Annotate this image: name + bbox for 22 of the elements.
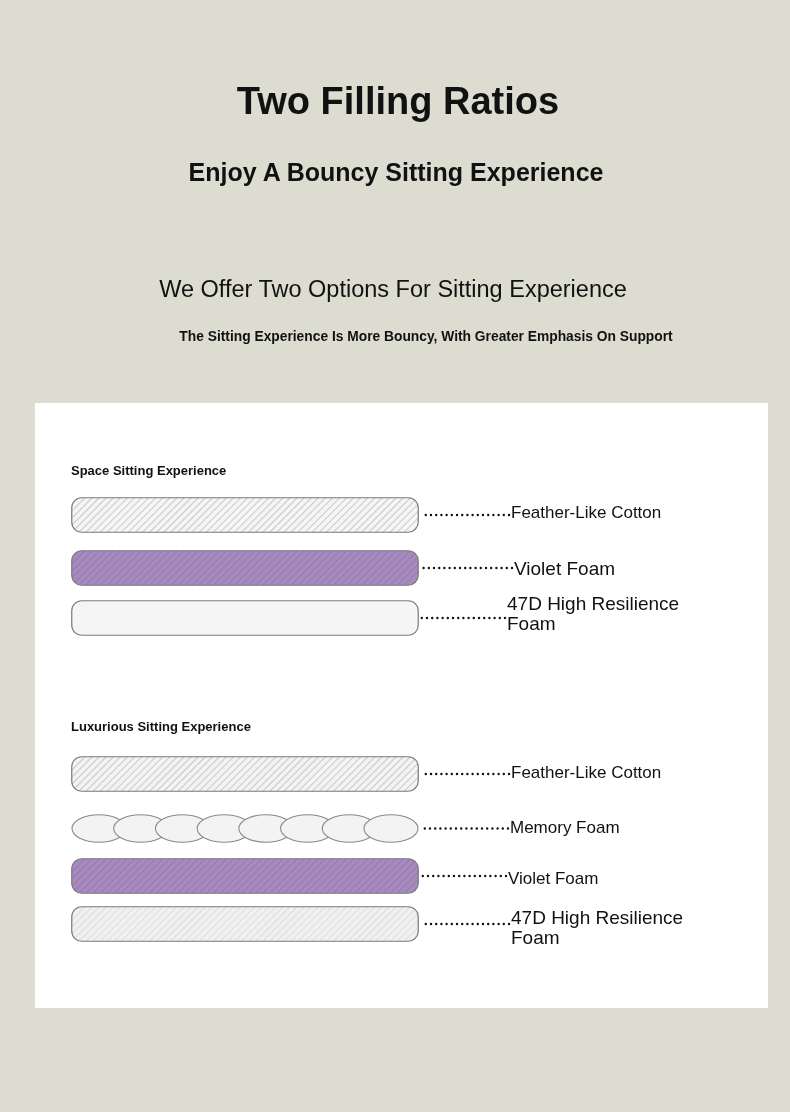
layer-label: Feather-Like Cotton	[511, 503, 662, 523]
leader-line	[419, 874, 508, 878]
option-heading: Luxurious Sitting Experience	[71, 719, 251, 735]
hatched-layer-bar	[71, 858, 419, 894]
layer-label: Feather-Like Cotton	[511, 763, 662, 783]
hatched-layer-bar	[71, 756, 419, 792]
subtitle: Enjoy A Bouncy Sitting Experience	[188, 158, 604, 187]
layer-bar	[71, 600, 419, 636]
option-heading: Space Sitting Experience	[71, 463, 227, 479]
layer-label: 47D High Resilience Foam	[507, 594, 707, 634]
section-heading: We Offer Two Options For Sitting Experience	[159, 276, 627, 303]
layer-label: Violet Foam	[508, 869, 599, 889]
ellipse-chain-layer	[71, 814, 419, 843]
layer-label: Memory Foam	[510, 818, 620, 838]
hatched-layer-bar	[71, 906, 419, 942]
section-description: The Sitting Experience Is More Bouncy, With Greater Emphasis On Support	[179, 329, 673, 344]
hatched-layer-bar	[71, 550, 419, 586]
layer-label: 47D High Resilience Foam	[511, 908, 711, 948]
hatched-layer-bar	[71, 497, 419, 533]
layer-label: Violet Foam	[514, 559, 616, 579]
leader-line	[419, 616, 507, 620]
title: Two Filling Ratios	[236, 80, 560, 123]
